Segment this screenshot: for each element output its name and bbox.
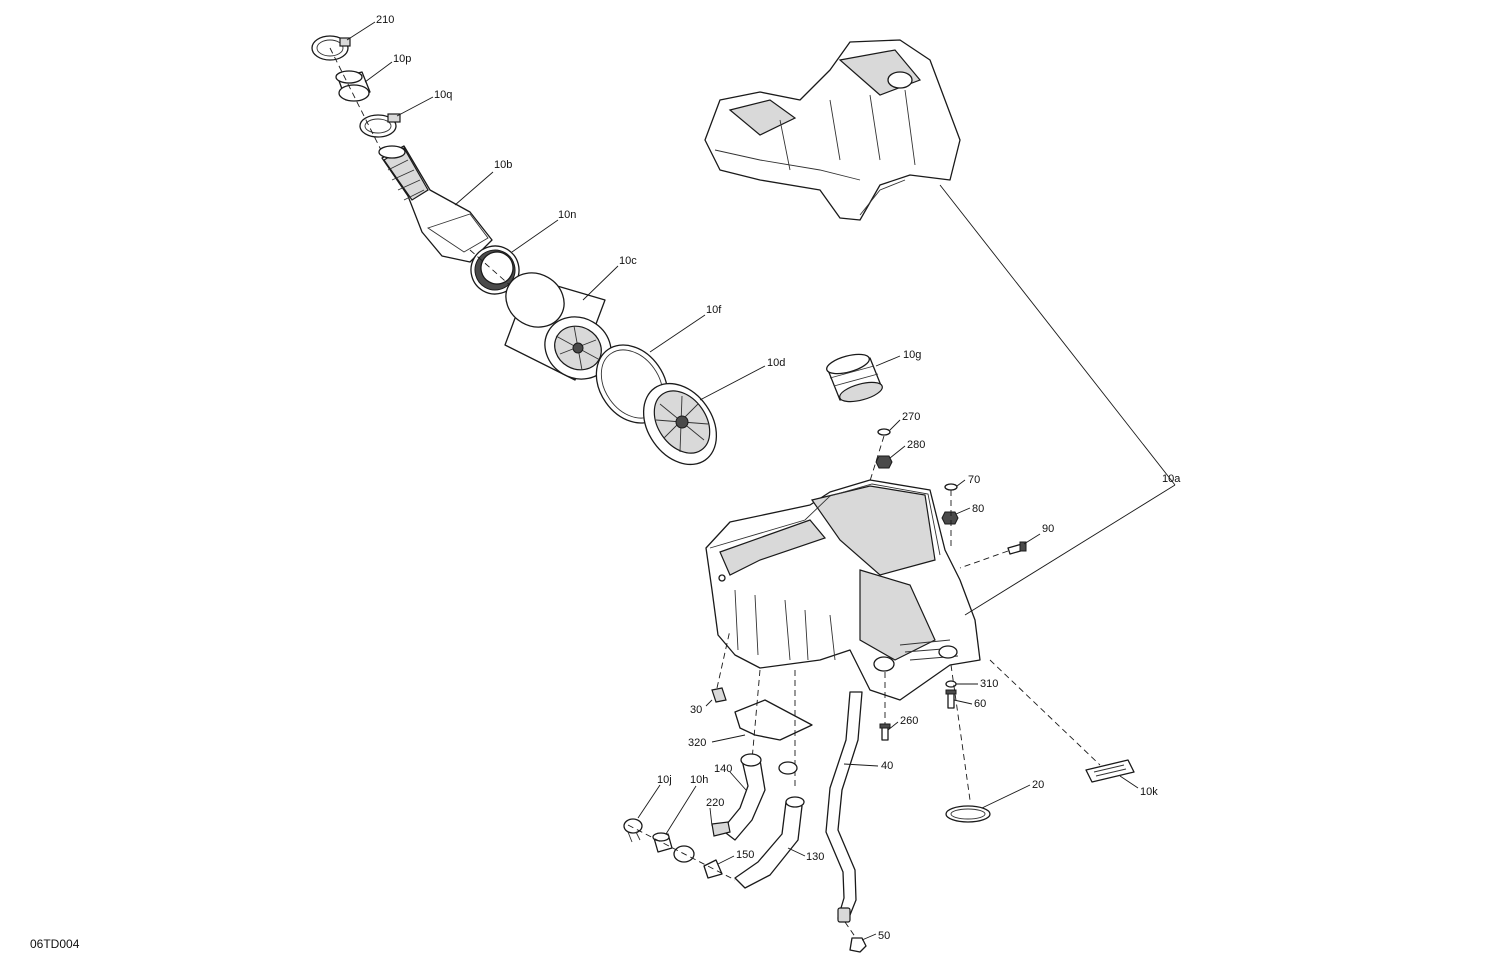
- callout-60: 60: [974, 698, 986, 710]
- part-10c-air-filter[interactable]: [496, 262, 622, 390]
- part-10n-seal-ring[interactable]: [462, 237, 528, 303]
- callout-20: 20: [1032, 779, 1044, 791]
- part-260-bolt[interactable]: [879, 723, 891, 741]
- callout-270: 270: [902, 411, 920, 423]
- part-10h-plug[interactable]: [652, 832, 673, 853]
- leader-90: [1023, 533, 1041, 545]
- leader-140: [729, 771, 747, 791]
- leader-10c: [582, 265, 619, 301]
- leader-320: [711, 734, 746, 743]
- part-70-washer[interactable]: [944, 483, 958, 491]
- callout-10c: 10c: [619, 255, 637, 267]
- callout-10g: 10g: [903, 349, 921, 361]
- leader-10k: [1119, 775, 1139, 789]
- callout-80: 80: [972, 503, 984, 515]
- callout-10b: 10b: [494, 159, 512, 171]
- callout-320: 320: [688, 737, 706, 749]
- part-10q-clamp[interactable]: [359, 113, 401, 138]
- part-10d-filter-cover[interactable]: [629, 370, 732, 479]
- part-140-elbow-hose[interactable]: [721, 753, 766, 841]
- leader-10q: [396, 96, 434, 117]
- part-130-hose[interactable]: [734, 761, 805, 889]
- callout-220: 220: [706, 797, 724, 809]
- part-270-washer[interactable]: [877, 428, 891, 436]
- part-280-nut[interactable]: [875, 455, 893, 469]
- part-40-drain-hose[interactable]: [825, 691, 863, 923]
- leader-280: [889, 445, 906, 459]
- callout-260: 260: [900, 715, 918, 727]
- part-220-clamp[interactable]: [673, 821, 731, 863]
- leader-10a-upper: [939, 184, 1176, 486]
- callout-90: 90: [1042, 523, 1054, 535]
- callout-140: 140: [714, 763, 732, 775]
- leader-270: [889, 419, 901, 431]
- axis-small-hose: [627, 824, 736, 881]
- part-30-clip[interactable]: [711, 687, 727, 703]
- callout-30: 30: [690, 704, 702, 716]
- leader-10p: [364, 61, 393, 83]
- part-60-bolt[interactable]: [945, 689, 957, 709]
- leader-10f: [649, 314, 706, 353]
- leader-150: [717, 855, 735, 865]
- callout-150: 150: [736, 849, 754, 861]
- leader-80: [955, 507, 971, 515]
- leader-10a-lower: [964, 484, 1176, 616]
- leader-60: [953, 699, 973, 705]
- leader-70: [956, 479, 966, 487]
- leader-10b: [454, 171, 494, 206]
- callout-10n: 10n: [558, 209, 576, 221]
- part-20-clamp[interactable]: [945, 805, 991, 823]
- leader-50: [861, 933, 877, 941]
- axis-10k: [989, 659, 1101, 766]
- leader-30: [705, 699, 713, 707]
- leader-260: [887, 721, 899, 731]
- diagram-code: 06TD004: [30, 937, 80, 951]
- callout-10a: 10a: [1162, 473, 1181, 485]
- callout-10f: 10f: [706, 304, 722, 316]
- callout-50: 50: [878, 930, 890, 942]
- callout-10d: 10d: [767, 357, 785, 369]
- part-10a-lower-airbox[interactable]: [705, 479, 981, 701]
- leader-210: [346, 21, 376, 41]
- leader-10j: [637, 784, 661, 819]
- callout-130: 130: [806, 851, 824, 863]
- part-10a-upper-airbox-cover[interactable]: [704, 39, 961, 221]
- axis-140: [751, 669, 761, 761]
- axis-90: [959, 550, 1009, 569]
- part-10g-coupling[interactable]: [825, 351, 885, 406]
- part-320-heat-shield[interactable]: [734, 699, 813, 741]
- axis-310: [950, 664, 971, 801]
- callout-10h: 10h: [690, 774, 708, 786]
- callout-40: 40: [881, 760, 893, 772]
- callout-10k: 10k: [1140, 786, 1158, 798]
- leader-220: [709, 807, 713, 827]
- callout-10j: 10j: [657, 774, 672, 786]
- callout-70: 70: [968, 474, 980, 486]
- part-10b-intake-duct[interactable]: [378, 145, 493, 263]
- leader-10g: [875, 355, 901, 367]
- part-210-clamp[interactable]: [311, 35, 351, 61]
- part-80-nut[interactable]: [941, 511, 959, 525]
- part-90-bolt[interactable]: [1007, 541, 1027, 555]
- part-310-washer[interactable]: [945, 680, 957, 688]
- leader-20: [981, 784, 1031, 809]
- axis-50: [844, 921, 857, 939]
- leader-130: [787, 847, 806, 857]
- callout-10q: 10q: [434, 89, 452, 101]
- leader-40: [843, 763, 879, 767]
- callout-210: 210: [376, 14, 394, 26]
- leader-10n: [511, 219, 559, 253]
- part-10p-sleeve[interactable]: [335, 70, 371, 102]
- leader-10h: [665, 785, 697, 835]
- part-10k-label[interactable]: [1085, 759, 1135, 783]
- callout-10p: 10p: [393, 53, 411, 65]
- leader-10d: [699, 365, 766, 401]
- callout-310: 310: [980, 678, 998, 690]
- part-50-fitting[interactable]: [849, 937, 867, 953]
- callout-280: 280: [907, 439, 925, 451]
